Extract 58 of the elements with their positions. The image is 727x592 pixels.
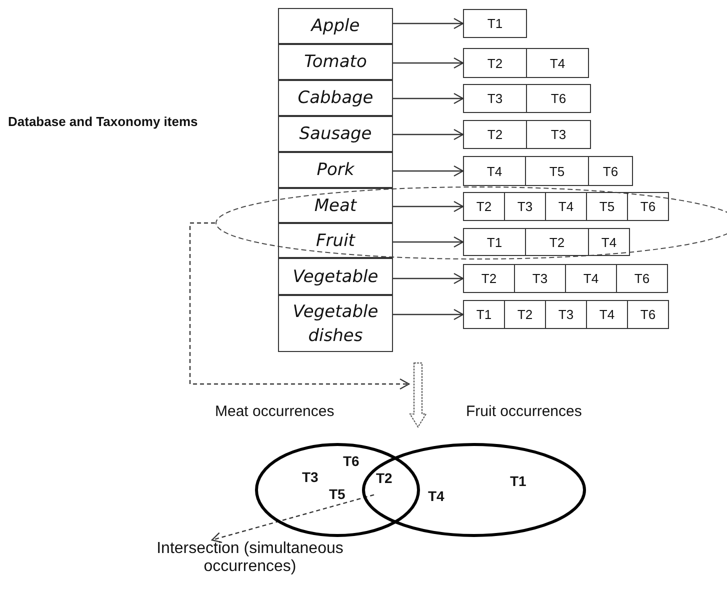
set-label: Fruit occurrences — [466, 403, 582, 420]
table-cell: Apple — [278, 8, 393, 44]
arrow — [393, 236, 464, 248]
set-element: T3 — [302, 469, 318, 485]
transaction-cell: T3 — [514, 264, 566, 293]
transaction-cell: T6 — [616, 264, 668, 293]
arrow — [393, 57, 464, 69]
transaction-cell: T1 — [463, 300, 505, 329]
transaction-cell: T2 — [463, 192, 505, 221]
table-cell: Meat — [278, 188, 393, 223]
set-element: T6 — [343, 453, 360, 469]
set-element: T4 — [428, 488, 444, 504]
transaction-cell: T4 — [526, 48, 589, 78]
hollow-down-arrow — [409, 362, 427, 428]
arrow — [393, 18, 464, 30]
transaction-cell: T1 — [463, 9, 527, 38]
transaction-cell: T4 — [463, 156, 526, 186]
transaction-cell: T4 — [588, 228, 630, 256]
arrow — [393, 200, 464, 212]
arrow — [393, 128, 464, 140]
transaction-cell: T2 — [504, 300, 546, 329]
heading-text: Database and Taxonomy items — [8, 114, 198, 129]
table-cell: Cabbage — [278, 80, 393, 116]
set-element: T2 — [376, 470, 392, 486]
transaction-cell: T2 — [463, 120, 527, 149]
transaction-cell: T4 — [565, 264, 617, 293]
transaction-cell: T4 — [586, 300, 628, 329]
table-cell: Fruit — [278, 223, 393, 258]
transaction-cell: T1 — [463, 228, 526, 256]
transaction-cell: T6 — [526, 84, 591, 113]
table-cell: Vegetable — [278, 258, 393, 295]
transaction-cell: T2 — [463, 264, 515, 293]
transaction-cell: T3 — [504, 192, 546, 221]
transaction-cell: T5 — [586, 192, 628, 221]
arrow — [393, 308, 464, 320]
annotation-text: Intersection (simultaneous occurrences) — [156, 540, 344, 576]
arrow — [393, 272, 464, 284]
transaction-cell: T3 — [526, 120, 591, 149]
transaction-cell: T3 — [545, 300, 587, 329]
set-element: T5 — [329, 486, 346, 502]
transaction-cell: T2 — [525, 228, 589, 256]
set-label: Meat occurrences — [215, 403, 334, 420]
transaction-cell: T6 — [588, 156, 633, 186]
arrow — [393, 92, 464, 104]
transaction-cell: T4 — [545, 192, 587, 221]
leader-line — [211, 494, 374, 543]
arrow — [189, 222, 410, 390]
transaction-cell: T2 — [463, 48, 527, 78]
transaction-cell: T5 — [525, 156, 589, 186]
transaction-cell: T3 — [463, 84, 527, 113]
transaction-cell: T6 — [627, 300, 669, 329]
set-element: T1 — [510, 473, 526, 489]
arrow — [393, 165, 464, 177]
table-cell: Sausage — [278, 116, 393, 152]
table-cell: Tomato — [278, 44, 393, 80]
transaction-cell: T6 — [627, 192, 669, 221]
table-cell: Pork — [278, 152, 393, 188]
table-cell: Vegetable dishes — [278, 295, 393, 352]
